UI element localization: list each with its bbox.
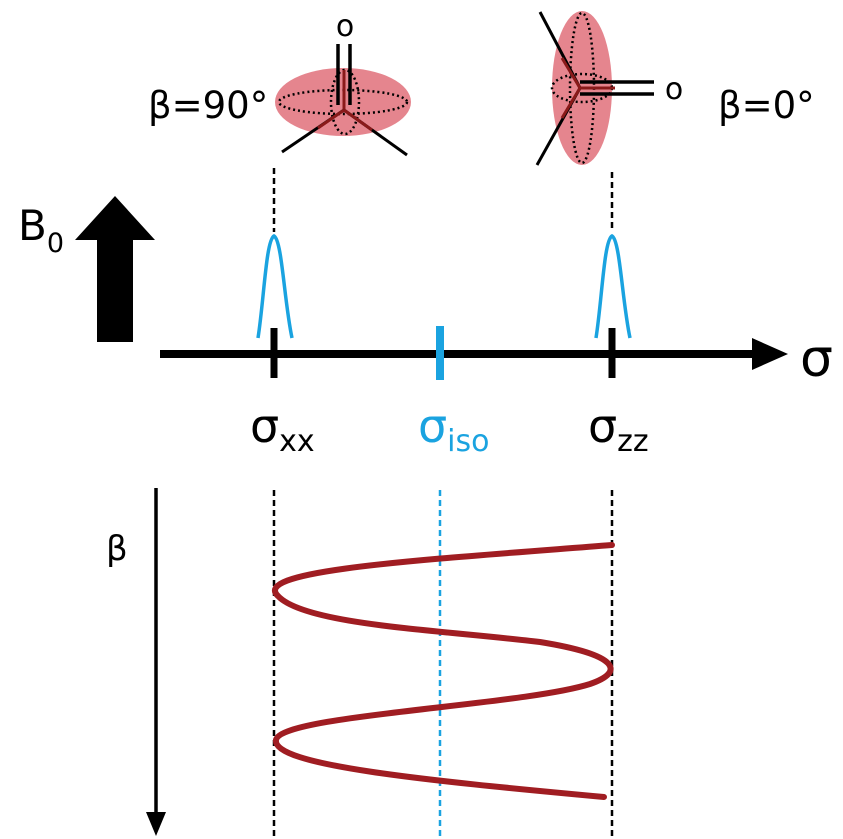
- oxygen-atom-left: o: [336, 9, 354, 44]
- bond-red-left-l: [317, 108, 345, 130]
- molecule-perpendicular: o: [275, 9, 411, 157]
- bond-red-right-d: [560, 87, 582, 119]
- ellipsoid-contour-vertical-perpendicular: [329, 68, 361, 136]
- spectrum-peak-xx: [256, 234, 294, 339]
- down-arrow-icon: [146, 812, 166, 836]
- sigma-axis-label: σ: [800, 329, 833, 389]
- molecule-parallel: o: [535, 11, 683, 166]
- spectrum-peak-zz: [594, 234, 632, 339]
- sigma-iso-label: σiso: [418, 399, 489, 459]
- beta-axis-label: β: [106, 529, 128, 569]
- oxygen-atom-right: o: [665, 72, 683, 107]
- up-arrow-icon: [75, 196, 155, 342]
- sigma-zz-label: σzz: [588, 399, 649, 459]
- bond-red-right-u: [560, 57, 582, 89]
- beta-0-label: β=0°: [718, 84, 815, 127]
- sigma-xx-label: σxx: [250, 399, 315, 459]
- b0-field-arrow: [75, 196, 155, 342]
- shift-orientation-curve: [272, 542, 615, 800]
- right-arrow-icon: [752, 338, 788, 370]
- bond-red-left-r: [343, 108, 373, 132]
- beta-90-label: β=90°: [148, 84, 268, 127]
- b0-label: B0: [18, 201, 64, 259]
